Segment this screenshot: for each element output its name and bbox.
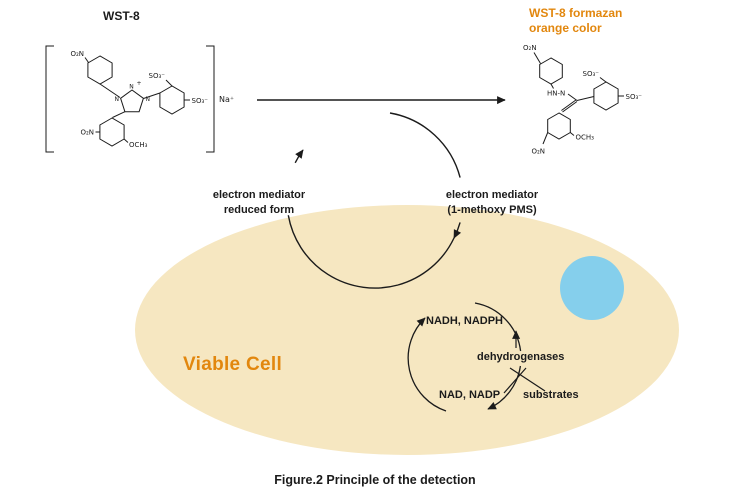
dehydrogenase-arrows — [503, 330, 546, 394]
nadh-cycle-arrow-down — [487, 365, 522, 410]
mediator-oxidized-label: electron mediator (1-methoxy PMS) — [445, 189, 539, 216]
bond — [576, 96, 595, 101]
mediator-cycle-arc — [397, 237, 455, 286]
dehydrogenases-label: dehydrogenases — [477, 351, 565, 363]
mediator-cycle-arc — [287, 215, 399, 289]
bond — [599, 77, 607, 83]
mediator-cycle-arc — [389, 112, 461, 178]
viable-cell-body — [135, 205, 679, 455]
no2-label: O₂N — [531, 148, 545, 156]
benzene-ring — [593, 81, 619, 111]
benzene-ring — [99, 117, 125, 147]
benzene-ring — [87, 55, 113, 85]
nitrogen-label: N — [129, 84, 134, 91]
sodium-label: Na⁺ — [219, 95, 234, 104]
so3-label: SO₃⁻ — [583, 70, 600, 78]
bond — [99, 83, 121, 98]
nad-label: NAD, NADP — [439, 389, 501, 401]
benzene-ring — [547, 112, 571, 140]
bond — [569, 132, 575, 136]
no2-label: O₂N — [70, 50, 84, 58]
formazan-structure-labels: O₂N HN-N SO₃⁻ SO₃⁻ OCH₃ O₂N — [523, 44, 642, 156]
mediator-cycle — [287, 112, 462, 289]
so3-label: SO₃⁻ — [149, 72, 166, 80]
viable-cell-label: Viable Cell — [183, 354, 283, 375]
wst8-structure-labels: O₂N SO₃⁻ SO₃⁻ O₂N OCH₃ N N N + Na⁺ — [70, 50, 234, 149]
figure-caption: Figure.2 Principle of the detection — [274, 473, 476, 487]
double-bond — [562, 101, 578, 113]
nadh-cycle-arc — [474, 302, 522, 352]
mediator-cycle-arrow-down — [453, 222, 462, 239]
bond — [143, 92, 161, 99]
bond — [550, 83, 554, 89]
nitrogen-label: N — [115, 96, 120, 103]
formazan-structure — [533, 52, 624, 145]
och3-label: OCH₃ — [576, 134, 595, 142]
och3-label: OCH₃ — [129, 141, 148, 149]
cell-nucleus — [560, 256, 624, 320]
benzene-ring — [539, 57, 563, 85]
mediator-cycle-arrow-up — [294, 149, 304, 164]
double-bond — [561, 99, 577, 111]
nitrogen-label: N — [146, 96, 151, 103]
nadh-cycle — [407, 302, 522, 412]
so3-label: SO₃⁻ — [626, 93, 643, 101]
charge-label: + — [137, 80, 142, 87]
nadh-label: NADH, NADPH — [426, 315, 503, 327]
bond — [123, 138, 129, 143]
substrates-label: substrates — [523, 389, 579, 401]
tetrazolium-ring — [120, 89, 144, 113]
bond — [542, 132, 549, 145]
mediator-reduced-label: electron mediator reduced form — [212, 189, 306, 216]
bond — [533, 52, 541, 64]
formazan-title: WST-8 formazan orange color — [529, 6, 623, 35]
bond — [567, 93, 578, 101]
no2-label: O₂N — [80, 129, 94, 137]
wst8-title: WST-8 — [103, 9, 140, 23]
bracket-right — [206, 45, 215, 153]
cross-line — [503, 367, 527, 394]
so3-label: SO₃⁻ — [192, 97, 209, 105]
bracket-left — [45, 45, 54, 153]
wst8-structure — [45, 45, 215, 153]
bond — [165, 79, 173, 87]
cross-line — [509, 367, 546, 392]
bond — [112, 111, 126, 118]
hn-n-label: HN-N — [547, 90, 565, 98]
nadh-cycle-arrow-up — [407, 317, 447, 412]
bond — [84, 57, 89, 63]
benzene-ring — [159, 85, 185, 115]
no2-label: O₂N — [523, 44, 537, 52]
